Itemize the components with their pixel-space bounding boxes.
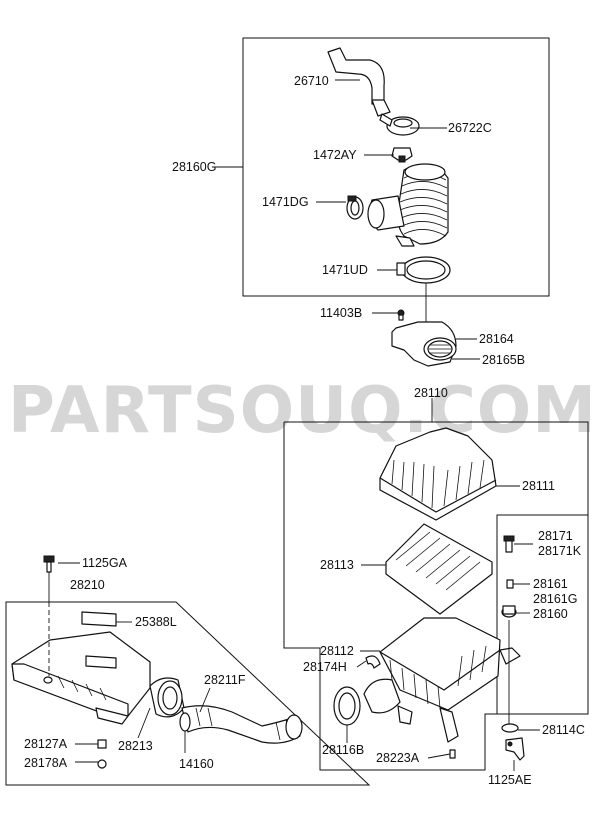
bolt-1125GA-part[interactable] <box>43 555 55 573</box>
part-label-1471UD[interactable]: 1471UD <box>322 263 368 277</box>
part-label-1471DG[interactable]: 1471DG <box>262 195 309 209</box>
part-label-28171[interactable]: 28171 <box>538 529 573 543</box>
clamp-1471UD-part[interactable] <box>396 256 451 284</box>
bolt-11403B-part[interactable] <box>397 309 405 321</box>
air-cleaner-cover-part[interactable] <box>379 427 497 521</box>
clip-28174H-part[interactable] <box>365 655 381 669</box>
part-label-1472AY[interactable]: 1472AY <box>313 148 357 162</box>
clamp-1471DG-part[interactable] <box>346 195 364 220</box>
clamp-1472AY-part[interactable] <box>391 147 413 163</box>
air-filter-element-part[interactable] <box>385 523 493 615</box>
duct-group-frame <box>5 601 371 786</box>
part-label-28113[interactable]: 28113 <box>320 558 354 572</box>
part-labels: 26710 26722C 28160G 1472AY 1471DG 1471UD… <box>24 74 585 787</box>
pcv-connector-part[interactable] <box>379 113 420 136</box>
part-label-28110[interactable]: 28110 <box>414 386 448 400</box>
nut-28178A-part[interactable] <box>97 759 107 769</box>
part-label-1125AE[interactable]: 1125AE <box>488 773 532 787</box>
part-label-11403B[interactable]: 11403B <box>320 306 362 320</box>
intake-hose-group-frame <box>242 37 550 297</box>
part-label-28164[interactable]: 28164 <box>479 332 514 346</box>
part-label-25388L[interactable]: 25388L <box>135 615 177 629</box>
air-cleaner-subgroup-frame <box>497 514 589 715</box>
part-label-28174H[interactable]: 28174H <box>303 660 347 674</box>
part-label-28210[interactable]: 28210 <box>70 578 105 592</box>
bracket-28114C-part[interactable] <box>501 620 519 733</box>
part-label-28114C[interactable]: 28114C <box>542 723 585 737</box>
rubber-duct-28116B-part[interactable] <box>333 686 361 726</box>
clip-28171-part[interactable] <box>503 535 515 553</box>
leader-lines <box>48 79 540 771</box>
air-hose-28211F-part[interactable] <box>181 705 303 744</box>
watermark-text: PARTSOUQ.COM <box>8 374 597 448</box>
part-label-28165B[interactable]: 28165B <box>482 353 525 367</box>
clamp-14160-part[interactable] <box>179 712 191 732</box>
part-label-1125GA[interactable]: 1125GA <box>82 556 128 570</box>
part-label-28161[interactable]: 28161 <box>533 577 568 591</box>
bracket-1125AE-part[interactable] <box>505 737 525 761</box>
breather-hose-part[interactable] <box>327 47 391 117</box>
part-label-28161G[interactable]: 28161G <box>533 592 577 606</box>
label-25388L-part[interactable] <box>81 611 117 669</box>
part-label-28178A[interactable]: 28178A <box>24 756 68 770</box>
part-label-28127A[interactable]: 28127A <box>24 737 68 751</box>
intake-hose-part[interactable] <box>367 163 449 247</box>
part-label-28116B[interactable]: 28116B <box>322 743 364 757</box>
resonator-28213-part[interactable] <box>149 677 185 718</box>
air-cleaner-group-frame <box>283 421 589 771</box>
part-label-28211F[interactable]: 28211F <box>204 673 246 687</box>
sensor-screen-part[interactable] <box>427 340 453 358</box>
part-label-28111[interactable]: 28111 <box>522 479 555 493</box>
part-label-26710[interactable]: 26710 <box>294 74 329 88</box>
part-label-28112[interactable]: 28112 <box>320 644 354 658</box>
part-label-28171K[interactable]: 28171K <box>538 544 582 558</box>
part-label-28160[interactable]: 28160 <box>533 607 568 621</box>
grommet-28161-part[interactable] <box>506 579 514 589</box>
air-cleaner-body-part[interactable] <box>363 617 521 743</box>
part-label-28160G[interactable]: 28160G <box>172 160 216 174</box>
air-intake-duct-part[interactable] <box>11 631 151 725</box>
part-label-28213[interactable]: 28213 <box>118 739 153 753</box>
part-label-26722C[interactable]: 26722C <box>448 121 492 135</box>
bolt-28223A-part[interactable] <box>449 749 456 759</box>
mount-rubber-28160-part[interactable] <box>501 605 517 618</box>
part-label-28223A[interactable]: 28223A <box>376 751 420 765</box>
part-label-14160[interactable]: 14160 <box>179 757 214 771</box>
grommet-28127A-part[interactable] <box>97 739 107 749</box>
